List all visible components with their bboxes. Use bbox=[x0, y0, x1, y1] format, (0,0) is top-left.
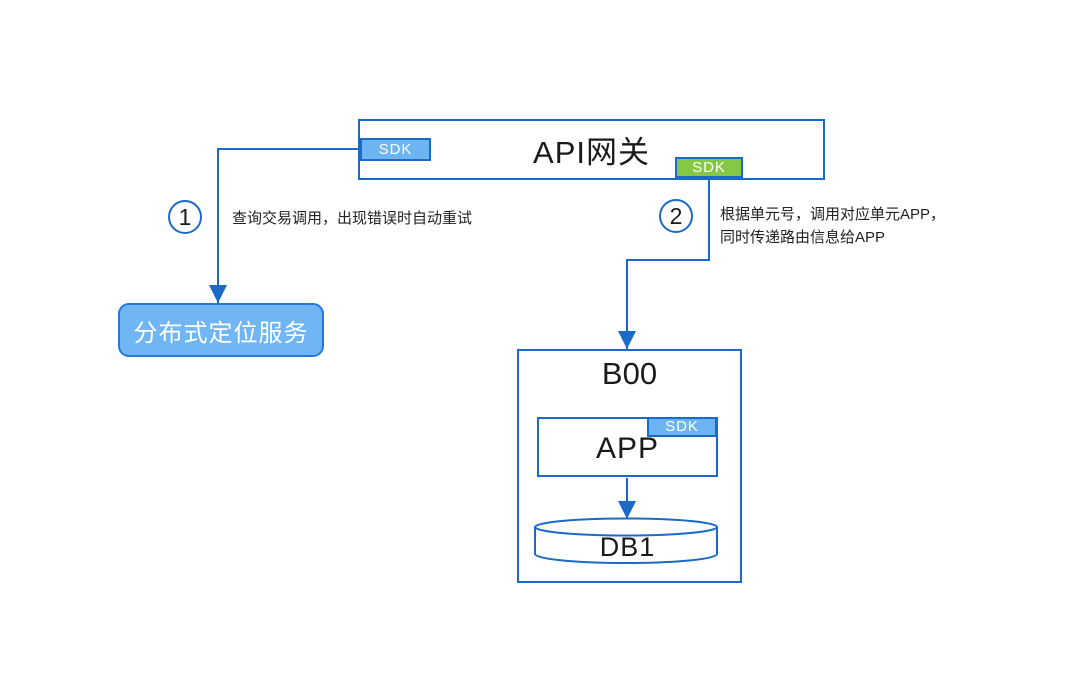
arrow-step1-gateway-to-service bbox=[209, 148, 359, 303]
app-box: SDK APP bbox=[537, 416, 718, 477]
step1-note: 查询交易调用，出现错误时自动重试 bbox=[232, 210, 473, 227]
step1-number-badge: 1 bbox=[168, 200, 202, 234]
step2-note: 根据单元号，调用对应单元APP， 同时传递路由信息给APP bbox=[720, 206, 946, 246]
step2-number-badge: 2 bbox=[659, 199, 693, 233]
unit-b00-box bbox=[517, 349, 742, 583]
app-sdk-tag: SDK bbox=[647, 416, 717, 437]
distributed-location-service-box: 分布式定位服务 bbox=[118, 303, 324, 357]
arrow-step2-gateway-to-unit bbox=[618, 178, 710, 349]
api-gateway-box: API网关 bbox=[358, 119, 825, 180]
unit-b00-title: B00 bbox=[601, 356, 658, 391]
gateway-sdk-left-tag: SDK bbox=[360, 138, 431, 161]
database-cylinder-body bbox=[534, 527, 718, 564]
api-gateway-title: API网关 bbox=[533, 135, 650, 170]
app-label: APP bbox=[595, 432, 660, 465]
db1-label: DB1 bbox=[599, 532, 656, 562]
database-cylinder-top bbox=[534, 517, 718, 537]
gateway-sdk-right-tag: SDK bbox=[675, 157, 743, 178]
